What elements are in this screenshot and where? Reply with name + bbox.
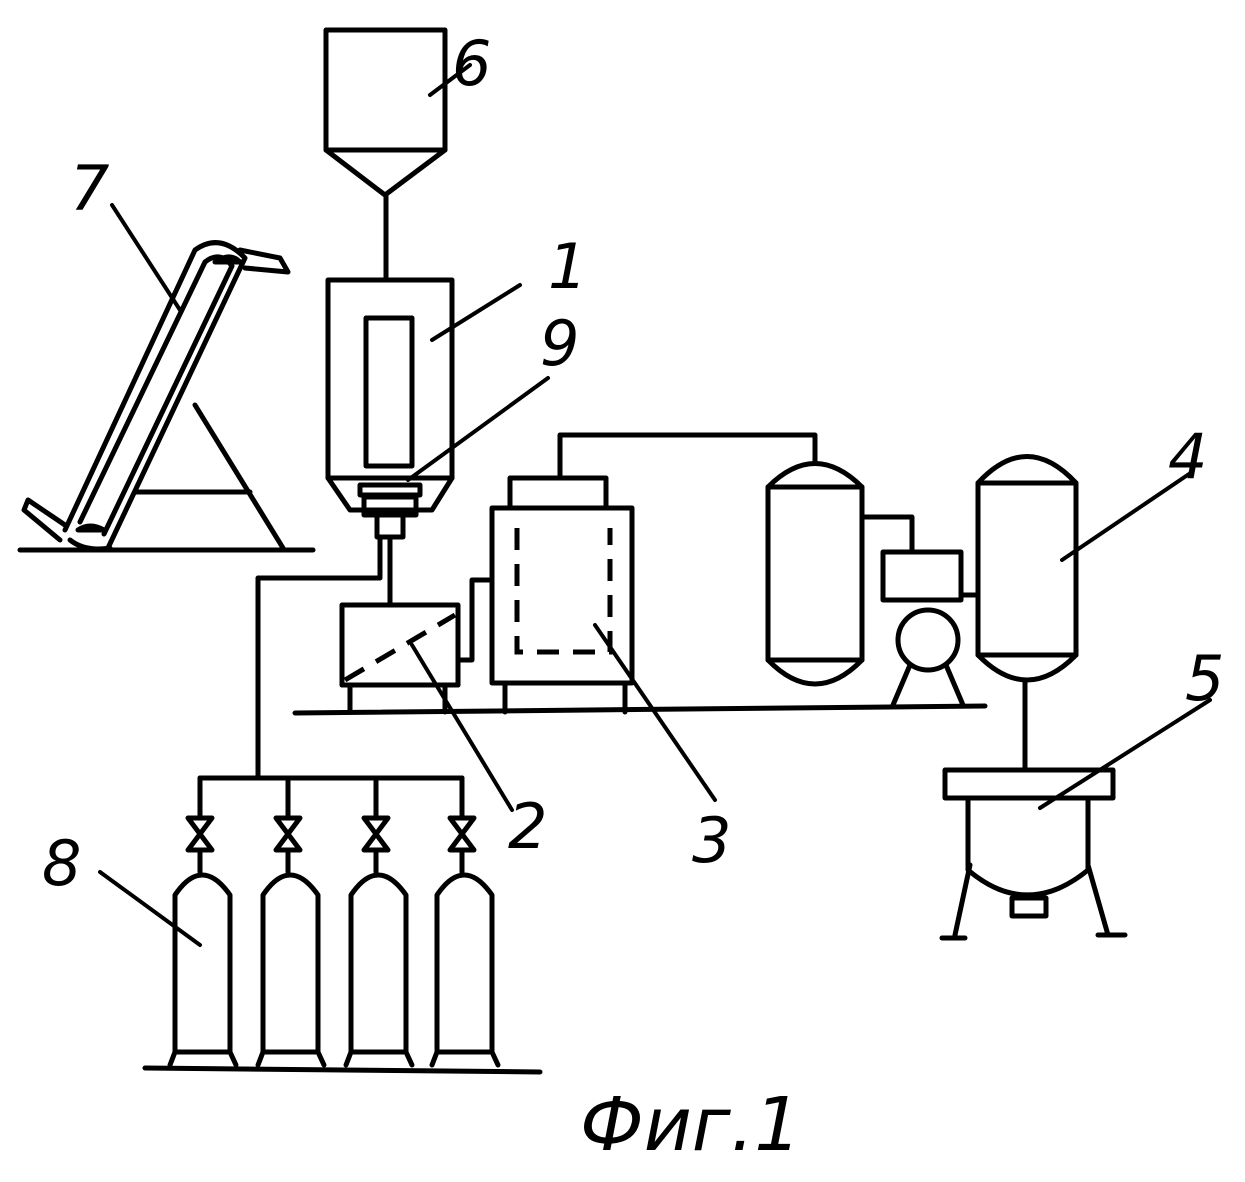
gas-cylinders-8: [142, 775, 543, 1075]
hopper-6: [323, 27, 448, 283]
floor-line: [292, 703, 988, 716]
cylinder: [167, 775, 239, 1068]
label-5: 5: [1185, 642, 1224, 715]
receiver-2: [339, 577, 495, 715]
gas-line: [255, 534, 383, 781]
label-6: 6: [452, 27, 491, 100]
cylinder: [429, 775, 501, 1068]
label-7: 7: [70, 152, 109, 225]
label-4: 4: [1168, 420, 1207, 493]
figure-caption: Фиг.1: [580, 1082, 801, 1168]
label-3: 3: [692, 804, 731, 877]
cylinder: [343, 775, 415, 1068]
tank-middle: [765, 461, 915, 687]
nozzle-9: [357, 482, 423, 608]
label-1: 1: [548, 230, 587, 303]
reactor-1: [325, 277, 455, 513]
chamber-3: [489, 432, 818, 715]
cylinder: [255, 775, 327, 1068]
label-2: 2: [508, 790, 547, 863]
label-9: 9: [540, 307, 579, 380]
vessel-5: [939, 767, 1128, 941]
label-8: 8: [42, 827, 81, 900]
tank-4: [975, 454, 1079, 773]
leader-lines: [98, 63, 1212, 947]
conveyor-7: [17, 240, 316, 553]
pump-unit: [880, 549, 981, 708]
